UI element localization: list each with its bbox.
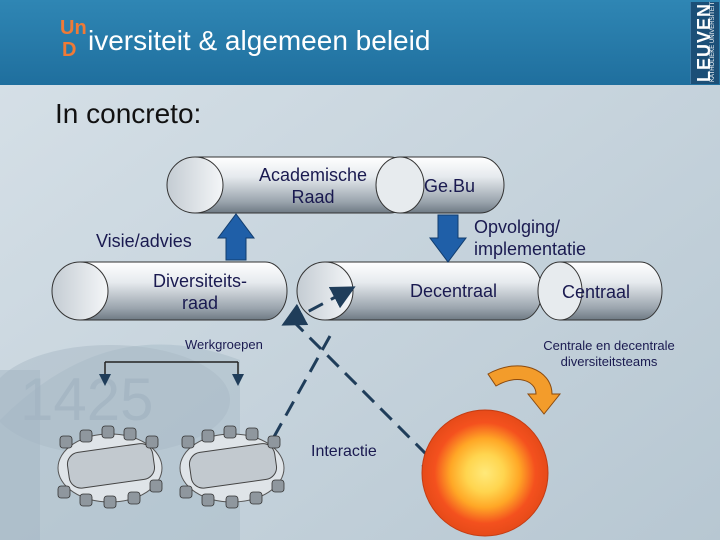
label-opvolging: Opvolging/ implementatie (474, 216, 586, 260)
cylinder-bottom (51, 261, 663, 321)
page-title: iversiteit & algemeen beleid (88, 25, 431, 56)
logo-d: D (62, 39, 77, 61)
section-subtitle: In concreto: (55, 98, 202, 129)
label-opvolging-line2: implementatie (474, 239, 587, 259)
werkgroepen-bracket (99, 361, 244, 386)
label-raad-2: raad (181, 293, 219, 313)
label-werkgroepen: Werkgroepen (185, 337, 263, 352)
university-logo: LEUVEN KATHOLIEKE UNIVERSITEIT (690, 2, 719, 84)
label-visie-advies: Visie/advies (96, 231, 192, 251)
curved-arrow (487, 365, 562, 415)
cylinder-top (166, 156, 505, 214)
label-interactie: Interactie (311, 443, 377, 460)
logo-un: Un (60, 17, 87, 39)
concentric-circles (421, 409, 549, 537)
label-decentraal: Decentraal (410, 281, 498, 301)
label-centrale-decentrale: Centrale en decentrale diversiteitsteams (528, 338, 690, 370)
arrow-down-opvolging (429, 214, 467, 263)
label-centraal: Centraal (562, 282, 631, 302)
meeting-table-1 (57, 425, 163, 509)
label-diversiteits: Diversiteits- (152, 271, 247, 291)
label-academische: Academische (258, 165, 368, 185)
label-raad: Raad (291, 187, 335, 207)
label-gebu: Ge.Bu (424, 176, 476, 196)
arrow-up-visie (217, 213, 255, 261)
label-academische-raad: Academische Raad (248, 164, 378, 208)
svg-text:1425: 1425 (20, 366, 153, 433)
label-centrale-line2: diversiteitsteams (560, 354, 658, 369)
label-opvolging-line1: Opvolging/ (474, 217, 561, 237)
label-centrale-line1: Centrale en decentrale (543, 338, 675, 353)
label-diversiteitsraad: Diversiteits- raad (130, 270, 270, 314)
meeting-table-2 (179, 425, 285, 509)
header-bar: Un D iversiteit & algemeen beleid LEUVEN… (0, 0, 720, 85)
